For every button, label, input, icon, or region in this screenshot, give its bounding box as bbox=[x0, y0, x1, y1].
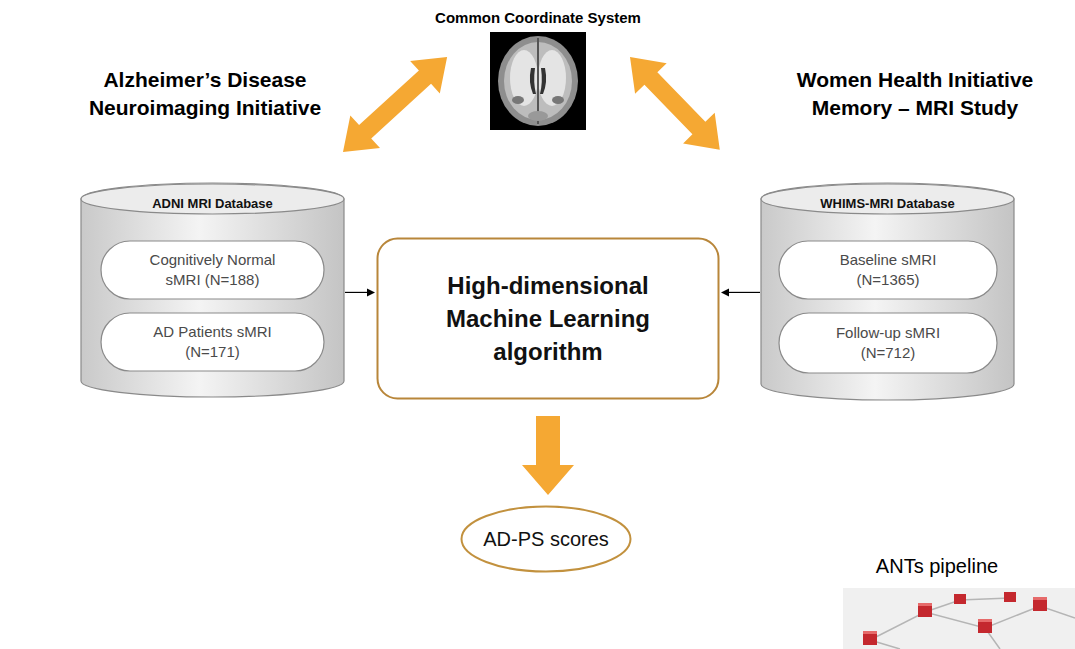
data-pill-outline bbox=[100, 312, 325, 372]
data-pill: Cognitively Normal sMRI (N=188) bbox=[100, 240, 325, 300]
database-title: ADNI MRI Database bbox=[152, 196, 273, 211]
output-ellipse: AD-PS scores bbox=[460, 505, 632, 573]
data-pill: Baseline sMRI (N=1365) bbox=[778, 240, 998, 300]
data-pill-outline bbox=[100, 240, 325, 300]
database-cylinder: ADNI MRI DatabaseCognitively Normal sMRI… bbox=[80, 183, 345, 398]
process-box: High-dimensional Machine Learning algori… bbox=[376, 237, 720, 400]
data-pill-outline bbox=[778, 240, 998, 300]
database-cylinder: WHIMS-MRI DatabaseBaseline sMRI (N=1365)… bbox=[760, 183, 1015, 401]
network-image bbox=[843, 588, 1075, 649]
block-arrow bbox=[522, 416, 574, 495]
node-text: Cognitively Normal sMRI (N=188) bbox=[138, 250, 288, 290]
node-text: AD-PS scores bbox=[483, 528, 609, 551]
double-arrow bbox=[328, 41, 462, 169]
source-label: Women Health Initiative Memory – MRI Stu… bbox=[775, 66, 1055, 122]
brain-image bbox=[490, 32, 586, 130]
data-pill: AD Patients sMRI (N=171) bbox=[100, 312, 325, 372]
node-text: High-dimensional Machine Learning algori… bbox=[408, 269, 688, 368]
figure-heading: Common Coordinate System bbox=[408, 8, 668, 28]
arrow-connector bbox=[345, 288, 375, 296]
data-pill-outline bbox=[778, 312, 998, 374]
pipeline-label: ANTs pipeline bbox=[862, 553, 1012, 580]
node-text: AD Patients sMRI (N=171) bbox=[138, 322, 288, 362]
node-text: Baseline sMRI (N=1365) bbox=[813, 250, 963, 290]
arrow-connector bbox=[721, 288, 760, 296]
data-pill: Follow-up sMRI (N=712) bbox=[778, 312, 998, 374]
source-label: Alzheimer’s Disease Neuroimaging Initiat… bbox=[65, 66, 345, 122]
node-text: Follow-up sMRI (N=712) bbox=[813, 323, 963, 363]
double-arrow bbox=[614, 42, 735, 165]
database-title: WHIMS-MRI Database bbox=[820, 196, 954, 211]
